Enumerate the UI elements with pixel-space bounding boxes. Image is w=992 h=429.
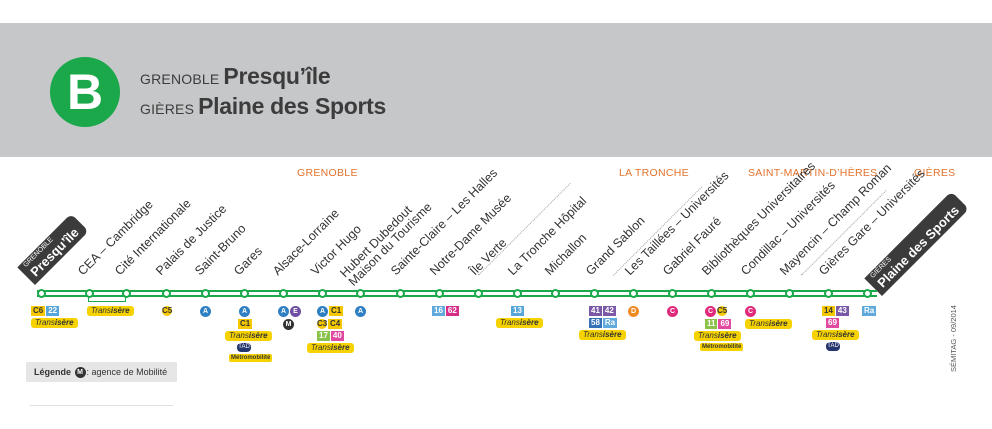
- stop-dot[interactable]: [278, 289, 288, 298]
- connections-cite-internationale: Transisère: [87, 306, 134, 318]
- transisere-badge[interactable]: Transisère: [307, 343, 354, 353]
- stop-dot[interactable]: [121, 289, 131, 298]
- connections-saint-bruno: A: [200, 306, 211, 319]
- stop-dot[interactable]: [161, 289, 171, 298]
- stop-dot[interactable]: [667, 289, 677, 298]
- stop-dot[interactable]: [317, 289, 327, 298]
- city-label-la-tronche: LA TRONCHE: [619, 167, 689, 179]
- credit-text: SÉMITAG - 09/2014: [949, 305, 958, 372]
- stop-dot[interactable]: [706, 289, 716, 298]
- connections-gabriel-faure: C: [667, 306, 678, 319]
- stop-dot[interactable]: [355, 289, 365, 298]
- destination-stop: Plaine des Sports: [198, 93, 387, 119]
- transisere-badge[interactable]: Transisère: [496, 318, 543, 328]
- stop-label: Gares: [231, 244, 266, 278]
- connections-les-taillees: D: [628, 306, 639, 319]
- metromobilite-badge[interactable]: Métromobilité: [700, 343, 744, 351]
- stop-dot[interactable]: [239, 289, 249, 298]
- connections-plaine-des-sports: Ra: [862, 306, 877, 316]
- tad-icon[interactable]: TAD: [237, 343, 251, 352]
- stop-label: Palais de Justice: [153, 201, 230, 278]
- stop-dot[interactable]: [200, 289, 210, 298]
- stop-dot[interactable]: [473, 289, 483, 298]
- connections-palais-de-justice: C5: [162, 306, 173, 316]
- connections-hubert-dubedout: A: [355, 306, 366, 319]
- stop-label: Île Verte: [467, 235, 510, 278]
- stop-dot[interactable]: [784, 289, 794, 298]
- stop-dot[interactable]: [395, 289, 405, 298]
- tram-a-icon[interactable]: A: [317, 306, 328, 317]
- tram-c-icon[interactable]: C: [745, 306, 756, 317]
- transisere-badge[interactable]: Transisère: [694, 331, 741, 341]
- tram-a-icon[interactable]: A: [355, 306, 366, 317]
- transisere-badge[interactable]: Transisère: [812, 330, 859, 340]
- transisere-badge[interactable]: Transisère: [745, 319, 792, 329]
- line-track: [37, 290, 877, 298]
- stop-dot[interactable]: [628, 289, 638, 298]
- legend-divider: [30, 405, 173, 406]
- agence-mobilite-icon[interactable]: M: [283, 319, 294, 330]
- stop-dot[interactable]: [434, 289, 444, 298]
- city-label-saint-martin-d-heres: SAINT-MARTIN-D’HÈRES: [748, 167, 878, 179]
- city-label-grenoble: GRENOBLE: [297, 167, 358, 179]
- stop-dot[interactable]: [862, 289, 872, 298]
- tram-d-icon[interactable]: D: [628, 306, 639, 317]
- connections-condillac: C Transisère: [745, 306, 792, 331]
- tram-c-icon[interactable]: C: [667, 306, 678, 317]
- transisere-badge[interactable]: Transisère: [225, 331, 272, 341]
- stop-dot[interactable]: [823, 289, 833, 298]
- tram-a-icon[interactable]: A: [200, 306, 211, 317]
- track-bracket: [88, 296, 126, 302]
- transisere-badge[interactable]: Transisère: [579, 330, 626, 340]
- agence-mobilite-icon: M: [74, 367, 86, 379]
- origin-stop: Presqu’île: [223, 63, 331, 89]
- metromobilite-badge[interactable]: Métromobilité: [229, 354, 273, 362]
- transisere-badge[interactable]: Transisère: [87, 306, 134, 316]
- tram-a-icon[interactable]: A: [239, 306, 250, 317]
- tad-icon[interactable]: TAD: [826, 342, 840, 351]
- tram-c-icon[interactable]: C: [705, 306, 716, 317]
- stop-dot[interactable]: [512, 289, 522, 298]
- legend: Légende M: agence de Mobilité: [26, 362, 177, 382]
- stop-dot[interactable]: [745, 289, 755, 298]
- stop-label: Alsace-Lorraine: [270, 206, 342, 278]
- origin-city: GRENOBLE: [140, 71, 220, 87]
- terminus-tag-start: GRENOBLE Presqu’île: [17, 213, 89, 285]
- city-label-gieres: GIÈRES: [914, 167, 956, 179]
- line-b-badge: B: [50, 57, 120, 127]
- stop-dot[interactable]: [589, 289, 599, 298]
- tram-e-icon[interactable]: E: [290, 306, 301, 317]
- stop-dot[interactable]: [84, 289, 94, 298]
- stop-dot[interactable]: [550, 289, 560, 298]
- destination-city: GIÈRES: [140, 101, 195, 117]
- transisere-badge[interactable]: Transisère: [31, 318, 78, 328]
- connections-la-tronche-hopital: 13 Transisère: [496, 306, 543, 330]
- stop-dot[interactable]: [36, 289, 46, 298]
- tram-a-icon[interactable]: A: [278, 306, 289, 317]
- connections-gares: A C1 Transisère TAD Métromobilité: [225, 306, 273, 364]
